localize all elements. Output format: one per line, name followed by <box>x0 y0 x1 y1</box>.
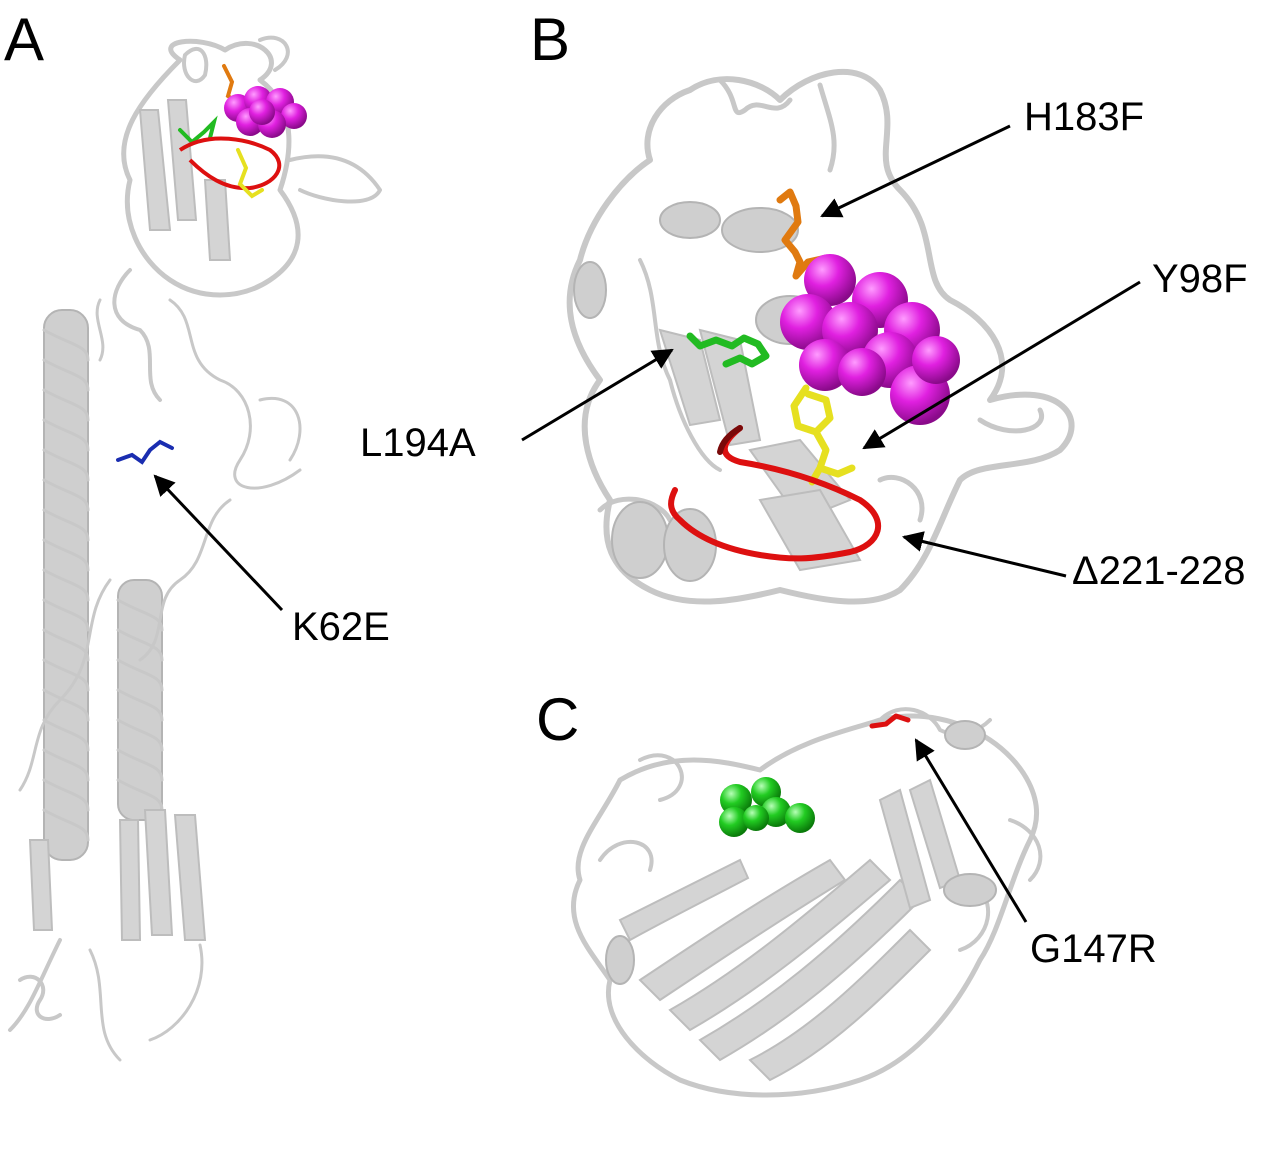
panel-a-k62e-annotation: K62E <box>153 474 390 649</box>
label-h183f: H183F <box>1024 95 1144 139</box>
panel-a: A <box>4 6 390 1062</box>
panel-a-lower-sheets <box>28 809 207 941</box>
label-g147r: G147R <box>1030 927 1157 971</box>
panel-b: B <box>360 6 1248 605</box>
panel-letter-b: B <box>530 6 570 73</box>
panel-a-magenta-ligand <box>224 86 307 138</box>
panel-a-red-loop <box>178 136 282 191</box>
panel-b-magenta-ligand <box>780 254 960 425</box>
panel-a-protein-structure <box>8 35 382 1062</box>
panel-b-red-loop <box>668 425 882 562</box>
panel-b-orange-residue <box>776 188 830 280</box>
panel-b-green-residue <box>686 332 770 368</box>
panel-letter-c: C <box>536 686 579 753</box>
panel-b-protein-structure <box>566 68 1075 605</box>
panel-c: C <box>536 686 1157 1098</box>
panel-a-long-helix <box>42 309 90 861</box>
panel-b-l194a-annotation: L194A <box>360 348 674 465</box>
g147r-arrow <box>914 738 1028 923</box>
label-y98f: Y98F <box>1152 257 1248 301</box>
panel-letter-a: A <box>4 6 44 73</box>
panel-a-second-helix <box>116 579 164 821</box>
label-k62e: K62E <box>292 605 390 649</box>
label-delta221-228: Δ221-228 <box>1072 549 1246 593</box>
panel-a-blue-residue <box>116 439 174 465</box>
panel-a-green-residue <box>178 115 218 145</box>
panel-b-h183f-annotation: H183F <box>820 95 1144 218</box>
y98f-arrow <box>862 280 1141 450</box>
panel-c-g147r-annotation: G147R <box>914 738 1157 971</box>
panel-c-protein-structure <box>570 707 1043 1098</box>
panel-a-head-domain <box>18 35 382 792</box>
panel-a-yellow-residue <box>236 148 264 199</box>
panel-c-red-residue <box>869 713 911 729</box>
panel-c-green-ligand <box>719 777 815 837</box>
delta221-228-arrow <box>901 531 1067 578</box>
label-l194a: L194A <box>360 421 476 465</box>
k62e-arrow <box>153 474 284 612</box>
l194a-arrow <box>521 348 674 442</box>
panel-b-y98f-annotation: Y98F <box>862 257 1248 450</box>
h183f-arrow <box>820 124 1011 218</box>
panel-a-tail <box>8 938 204 1062</box>
panel-b-delta221-228-annotation: Δ221-228 <box>901 531 1246 593</box>
